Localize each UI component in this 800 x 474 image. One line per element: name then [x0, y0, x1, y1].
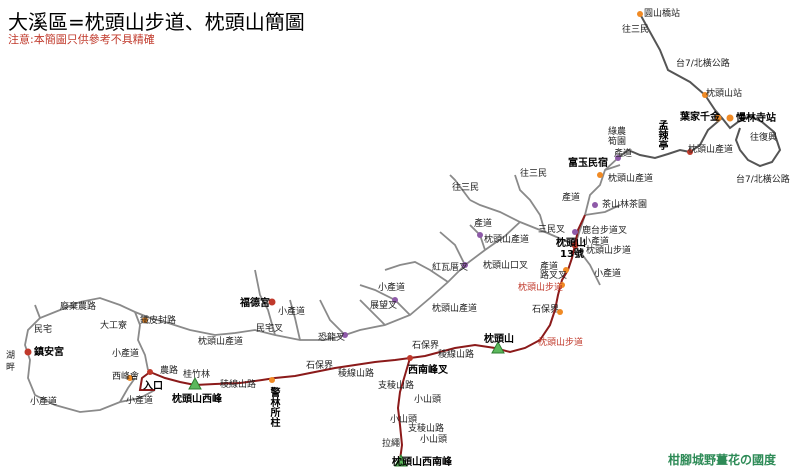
label-fude-temple: 福德宮 [240, 298, 270, 309]
label-zhilengshanlu1: 支稜山路 [378, 381, 415, 391]
label-xiaochandao4: 小產道 [278, 307, 306, 317]
label-sanmin-cha: 三民叉 [538, 225, 566, 235]
label-hubo2: 畔 [6, 363, 16, 373]
label-guizhulin: 桂竹林 [183, 370, 211, 380]
label-xiqiaohui: 西峰會 [112, 372, 140, 382]
label-xiaochandao5: 小產道 [378, 283, 406, 293]
label-tai7-1: 台7/北橫公路 [676, 59, 730, 69]
label-xiaoshanding2: 小山頭 [390, 415, 418, 425]
peak-markers [188, 340, 505, 467]
label-feitan: 廢棄農路 [60, 302, 97, 312]
label-nonglu: 農路 [160, 366, 179, 376]
label-chandao1: 產道 [474, 219, 493, 229]
label-lasheng: 拉繩 [382, 439, 401, 449]
label-zhentou-13: 枕頭山 [556, 238, 586, 249]
label-xiaochandao1: 小產道 [30, 397, 58, 407]
label-zhentou-station: 枕頭山站 [706, 89, 743, 99]
label-chandao3: 產道 [614, 149, 633, 159]
label-wangsanmin2: 往三民 [520, 169, 548, 179]
label-zhentou-chandao1: 枕頭山產道 [198, 337, 244, 347]
side-trail [396, 357, 411, 461]
label-lvnong: 綠農 [608, 127, 627, 137]
label-zhentou-peak: 枕頭山 [484, 334, 514, 345]
label-shibaojie2: 石保界 [412, 341, 440, 351]
label-yuanshan-station: 圓山橋站 [644, 9, 681, 19]
label-mengla-ting: 孟辣亭 [656, 120, 667, 150]
label-lijin-temple: 慢林寺站 [736, 113, 776, 124]
label-rukou: 入口 [143, 381, 163, 392]
label-wang-fuxing: 往復興 [750, 133, 778, 143]
label-konglong-cha: 恐龍叉 [318, 333, 346, 343]
label-xiaochandao7: 小產道 [582, 237, 610, 247]
label-fuyu-minsu: 富玉民宿 [568, 158, 608, 169]
label-lengxian-road1: 稜線山路 [220, 380, 257, 390]
label-xiaoshanding3: 小山頭 [420, 435, 448, 445]
label-zhentou-trail3: 枕頭山步道 [586, 246, 632, 256]
label-zhentou-chandao4: 枕頭山產道 [608, 174, 654, 184]
label-tiepi: 鐵皮封路 [140, 316, 177, 326]
label-xiaoshanding1: 小山頭 [414, 395, 442, 405]
label-shibaojie3: 石保界 [532, 305, 560, 315]
label-xiaochandao3: 小產道 [126, 396, 154, 406]
label-chandao-cha: 產道 [540, 262, 559, 272]
label-xiaochandao6: 小產道 [594, 269, 622, 279]
label-tai7-2: 台7/北橫公路 [736, 175, 790, 185]
map-credit: 柑腳城野薑花の國度 [667, 453, 776, 467]
label-shibaojie1: 石保界 [306, 361, 334, 371]
label-lutai-cha: 鹿台步道叉 [582, 226, 628, 236]
label-sw-peak: 枕頭山西南峰 [392, 457, 452, 468]
label-hubo: 湖 [6, 351, 16, 361]
label-minzhai1: 民宅 [34, 325, 53, 335]
label-zhilengshanlu2: 支稜山路 [408, 424, 445, 434]
label-jingzhensuo: 警林所柱 [268, 387, 279, 427]
label-zhentou-kou-cha: 枕頭山口叉 [483, 261, 529, 271]
poi-markers [24, 11, 734, 383]
label-chadao: 茶山林茶園 [602, 200, 648, 210]
label-wangsanmin-top: 往三民 [622, 25, 650, 35]
label-minzhai-cha: 民宅叉 [256, 324, 284, 334]
label-zhentou-trail2: 枕頭山步道 [518, 283, 564, 293]
label-xiaochandao2: 小產道 [112, 349, 140, 359]
label-west-south-cha: 西南峰叉 [408, 365, 448, 376]
label-hongwaliao: 紅瓦厝叉 [432, 263, 469, 273]
label-datiaoliao: 大工寮 [100, 321, 128, 331]
label-lengxian-road2: 稜線山路 [338, 369, 375, 379]
highway-tai7-branch [617, 117, 723, 160]
label-zhanwang-cha: 展望叉 [370, 301, 398, 311]
map-title: 大溪區=枕頭山步道、枕頭山簡圖 [8, 10, 305, 34]
label-zhentou-chandao5: 枕頭山產道 [688, 145, 734, 155]
label-west-peak: 枕頭山西峰 [172, 394, 222, 405]
label-zhenan-temple: 鎮安宮 [34, 347, 64, 358]
label-wangsanmin1: 往三民 [452, 183, 480, 193]
highway-tai7 [639, 13, 782, 168]
label-zhentou-trail1: 枕頭山步道 [538, 338, 584, 348]
label-chandao-cha2: 路叉叉 [540, 271, 568, 281]
label-zhentou-chandao2: 枕頭山產道 [432, 304, 478, 314]
farm-road-trail [138, 371, 155, 391]
map-note: 注意:本簡圖只供參考不具精確 [8, 33, 155, 46]
label-chandao2: 產道 [562, 193, 581, 203]
label-lengxian-road3: 稜線山路 [438, 350, 475, 360]
label-zhentou-13b: 13號 [560, 249, 584, 260]
label-zhentou-chandao3: 枕頭山產道 [484, 235, 530, 245]
label-yejia: 葉家千金 [680, 112, 720, 123]
label-lvnong2: 筍園 [608, 137, 627, 147]
